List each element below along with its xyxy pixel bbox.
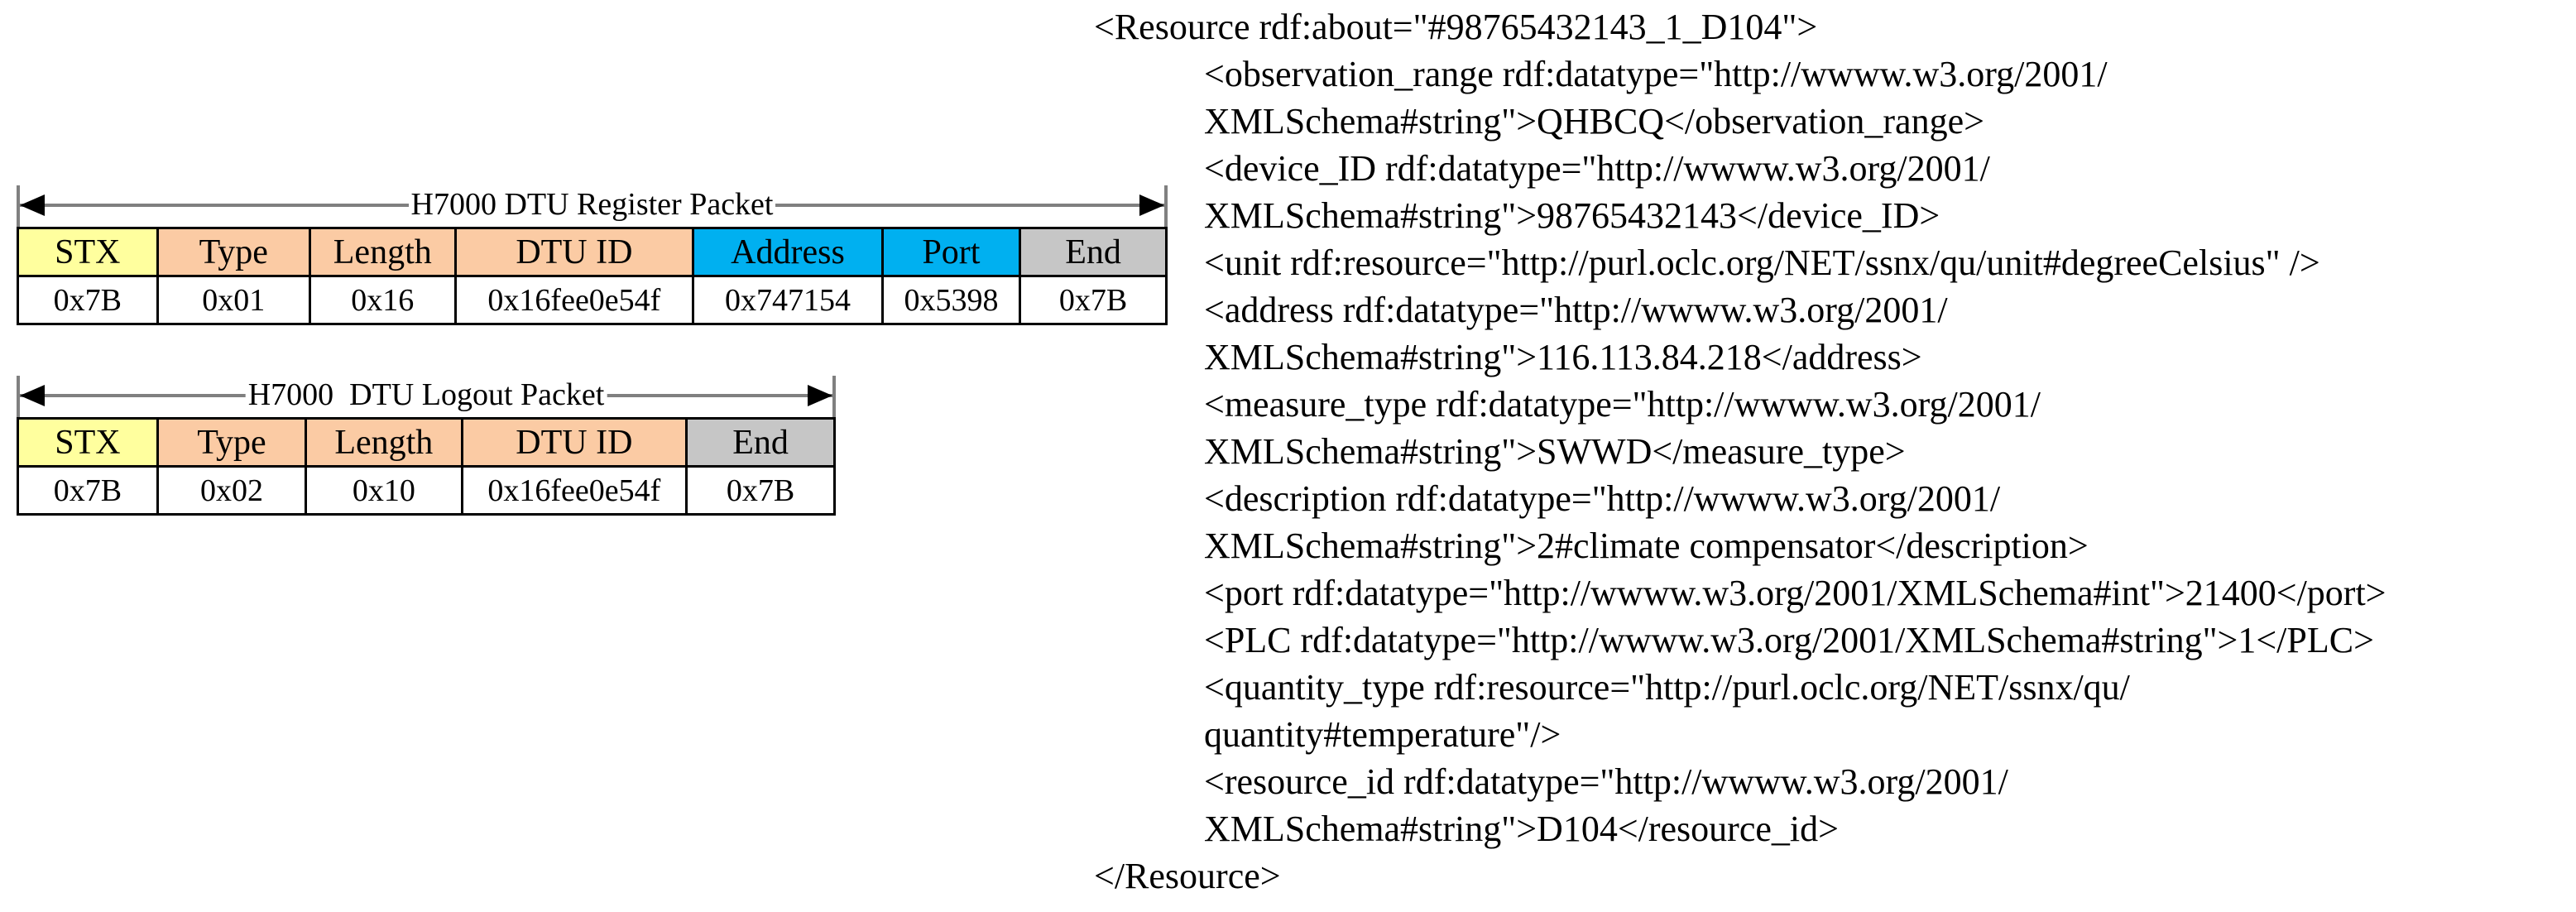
field-value-cell: 0x01	[156, 275, 311, 325]
xml-line: <address rdf:datatype="http://wwww.w3.or…	[1204, 290, 1948, 330]
xml-line: XMLSchema#string">QHBCQ</observation_ran…	[1204, 101, 1984, 142]
xml-line: <device_ID rdf:datatype="http://wwww.w3.…	[1204, 148, 1990, 189]
span-dimension-row: H7000 DTU Register Packet	[17, 184, 1168, 322]
left-arrowhead-icon	[20, 194, 45, 216]
field-value-cell: 0x10	[304, 465, 463, 516]
xml-line: <observation_range rdf:datatype="http://…	[1204, 54, 2108, 94]
field-header-cell: Type	[156, 227, 311, 277]
field-value-cell: 0x7B	[1019, 275, 1168, 325]
xml-line: XMLSchema#string">2#climate compensator<…	[1204, 526, 2089, 566]
field-header-cell: Address	[692, 227, 884, 277]
field-value-cell: 0x7B	[17, 275, 159, 325]
xml-line: XMLSchema#string">D104</resource_id>	[1204, 809, 1839, 849]
xml-line: </Resource>	[1094, 856, 1281, 896]
right-arrowhead-icon	[808, 385, 832, 406]
xml-line: quantity#temperature"/>	[1204, 714, 1561, 755]
xml-line: <measure_type rdf:datatype="http://wwww.…	[1204, 384, 2041, 425]
field-header-cell: DTU ID	[460, 417, 688, 468]
left-arrowhead-icon	[20, 385, 45, 406]
field-header-cell: STX	[17, 227, 159, 277]
field-value-cell: 0x16fee0e54f	[453, 275, 695, 325]
rdf-xml-code: <Resource rdf:about="#98765432143_1_D104…	[1094, 3, 2576, 900]
packet-title: H7000 DTU Logout Packet	[245, 377, 607, 414]
field-header-cell: DTU ID	[453, 227, 695, 277]
xml-line: <Resource rdf:about="#98765432143_1_D104…	[1094, 7, 1818, 47]
xml-line: <PLC rdf:datatype="http://wwww.w3.org/20…	[1204, 620, 2374, 660]
packet-title: H7000 DTU Register Packet	[408, 186, 776, 223]
field-value-cell: 0x7B	[17, 465, 159, 516]
xml-line: <resource_id rdf:datatype="http://wwww.w…	[1204, 761, 2008, 802]
xml-line: XMLSchema#string">98765432143</device_ID…	[1204, 195, 1940, 236]
field-header-cell: End	[1019, 227, 1168, 277]
field-header-cell: End	[685, 417, 836, 468]
span-dimension-row: H7000 DTU Logout Packet	[17, 374, 836, 512]
field-header-cell: Length	[304, 417, 463, 468]
right-arrowhead-icon	[1139, 194, 1164, 216]
xml-line: <description rdf:datatype="http://wwww.w…	[1204, 478, 2001, 519]
xml-line: XMLSchema#string">116.113.84.218</addres…	[1204, 337, 1922, 377]
field-header-cell: Length	[308, 227, 457, 277]
field-value-cell: 0x16fee0e54f	[460, 465, 688, 516]
xml-line: <quantity_type rdf:resource="http://purl…	[1204, 667, 2130, 708]
field-header-cell: STX	[17, 417, 159, 468]
field-header-cell: Port	[880, 227, 1022, 277]
xml-line: <port rdf:datatype="http://wwww.w3.org/2…	[1204, 573, 2387, 613]
field-value-cell: 0x747154	[692, 275, 884, 325]
field-value-cell: 0x5398	[880, 275, 1022, 325]
field-header-cell: Type	[156, 417, 307, 468]
field-value-cell: 0x02	[156, 465, 307, 516]
field-value-cell: 0x16	[308, 275, 457, 325]
field-value-cell: 0x7B	[685, 465, 836, 516]
xml-line: XMLSchema#string">SWWD</measure_type>	[1204, 431, 1906, 472]
xml-line: <unit rdf:resource="http://purl.oclc.org…	[1204, 242, 2320, 283]
